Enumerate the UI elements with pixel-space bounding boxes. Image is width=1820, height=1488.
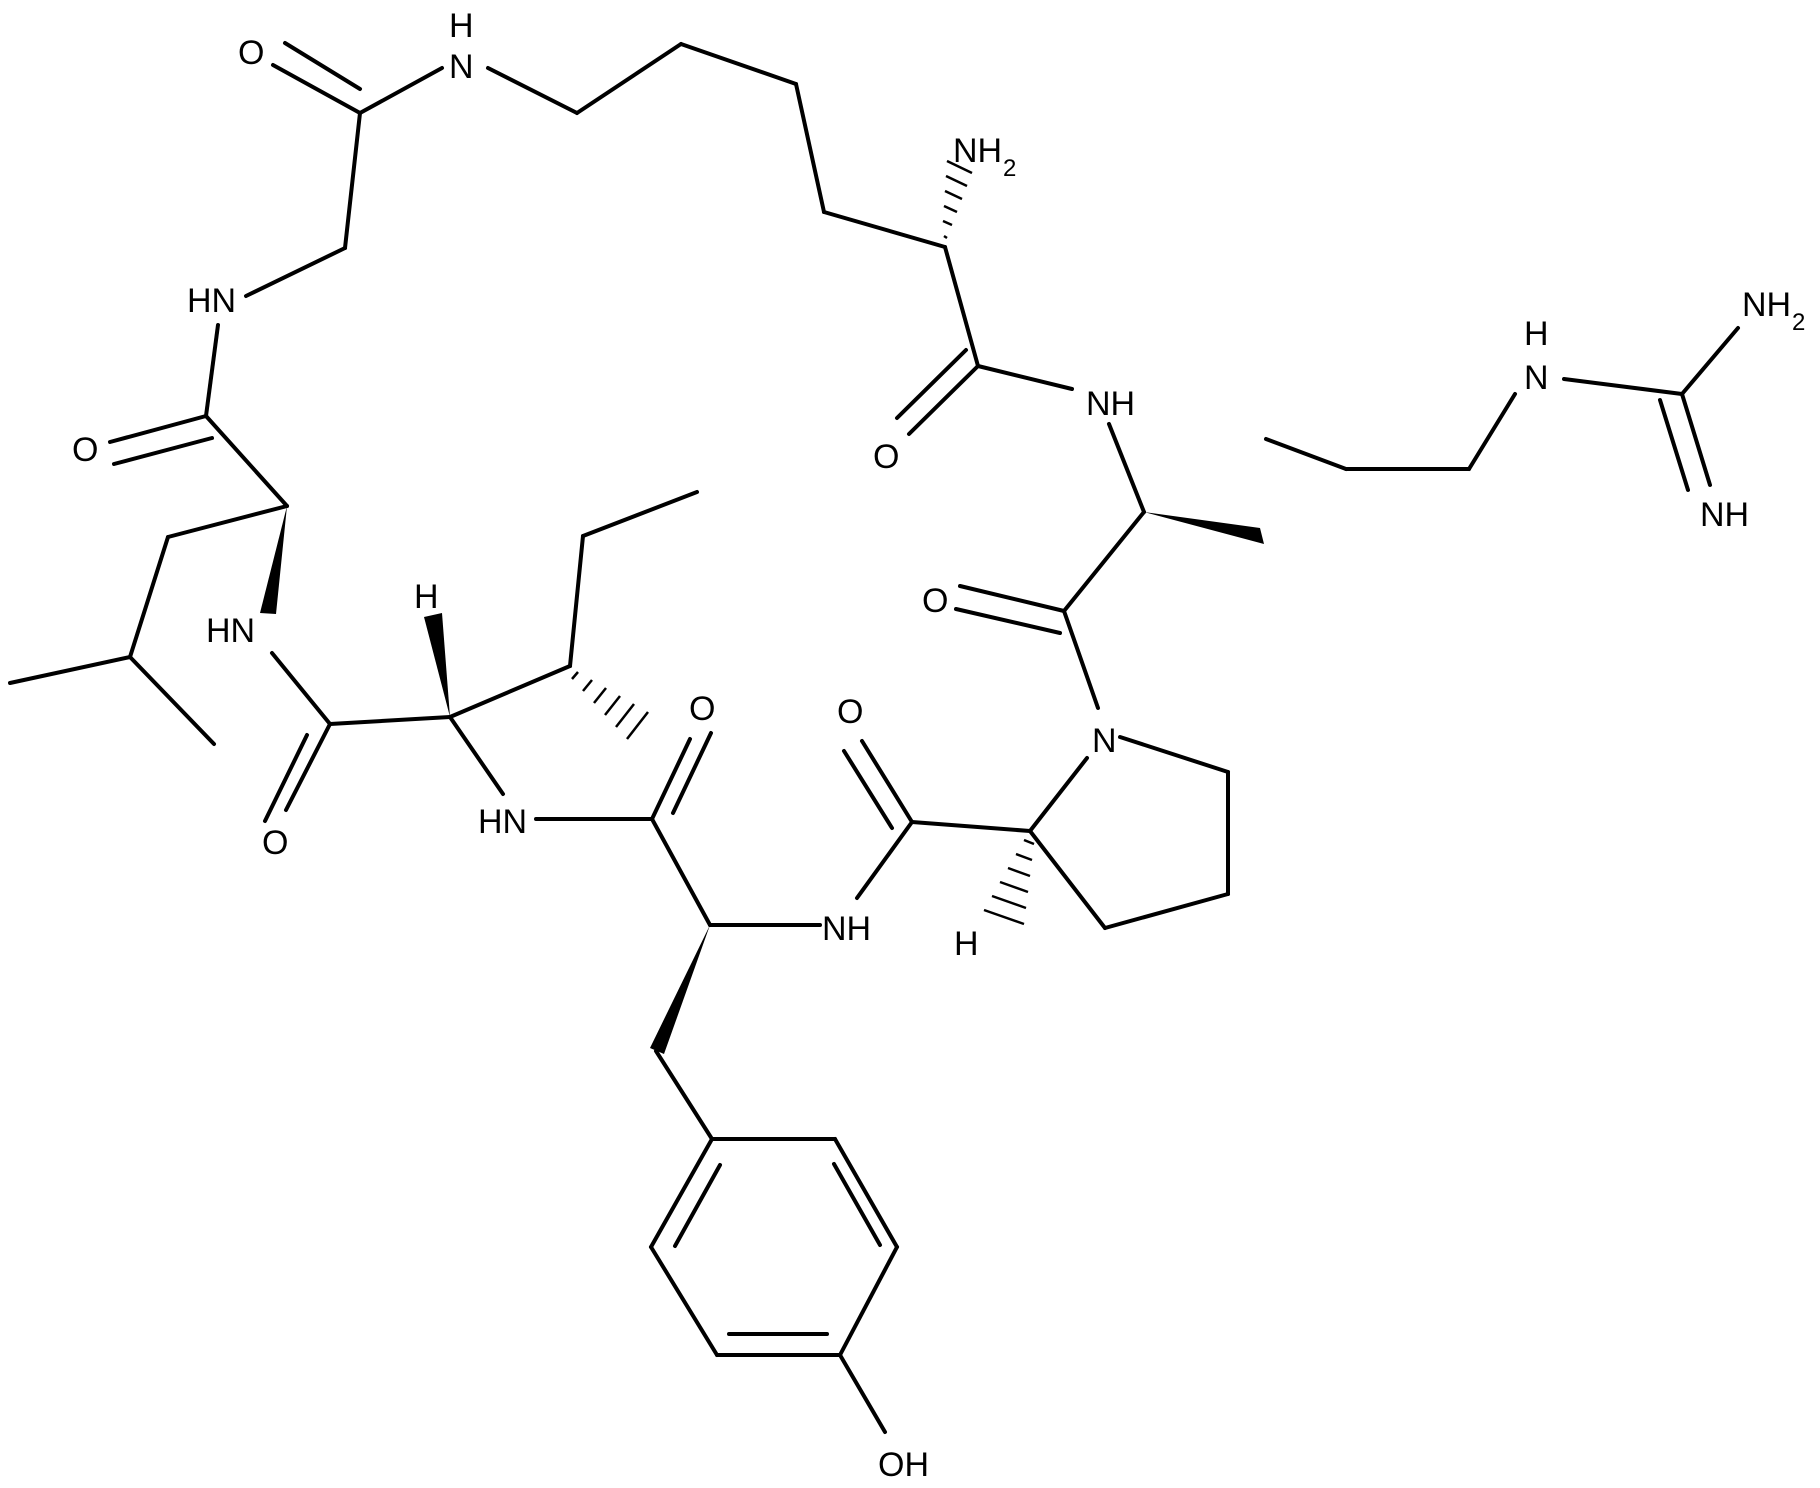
atom-NH2-lys: NH 2 bbox=[953, 132, 1016, 182]
atom-NH-tyr: NH bbox=[822, 910, 871, 948]
atom-N-guan: N bbox=[1524, 359, 1549, 397]
atom-N-pro: N bbox=[1092, 722, 1117, 760]
atom-NH-imine: NH bbox=[1700, 496, 1749, 534]
svg-text:NH: NH bbox=[1742, 286, 1791, 324]
atom-O-ile: O bbox=[689, 690, 715, 728]
stereo-wedges bbox=[260, 506, 1264, 1054]
atom-H-guan: H bbox=[1524, 315, 1549, 353]
atom-HN-gly: HN bbox=[187, 282, 236, 320]
atom-NH2-guan: NH 2 bbox=[1742, 286, 1805, 336]
atom-HN-leu: HN bbox=[206, 612, 255, 650]
atom-H-pro: H bbox=[954, 925, 979, 963]
atom-O-gly: O bbox=[238, 34, 264, 72]
atom-N-lys-eps: N bbox=[449, 48, 474, 86]
svg-text:NH: NH bbox=[953, 132, 1002, 170]
atom-OH-tyr: OH bbox=[878, 1446, 929, 1484]
atom-H-lys-eps: H bbox=[449, 7, 474, 45]
atom-O-leu: O bbox=[72, 431, 98, 469]
atom-H-ile: H bbox=[414, 578, 439, 616]
atom-labels: O H N HN NH 2 O O NH H N NH 2 NH HN H O … bbox=[72, 7, 1805, 1484]
stereo-hashes bbox=[571, 159, 1035, 926]
atom-HN-ile: HN bbox=[478, 803, 527, 841]
atom-O-arg: O bbox=[922, 582, 948, 620]
svg-text:2: 2 bbox=[1792, 309, 1805, 336]
atom-O-pro: O bbox=[837, 693, 863, 731]
bonds bbox=[8, 41, 1740, 1434]
svg-text:2: 2 bbox=[1003, 155, 1016, 182]
atom-NH-arg: NH bbox=[1086, 385, 1135, 423]
atom-O-leu-co: O bbox=[262, 824, 288, 862]
atom-O-lys: O bbox=[873, 438, 899, 476]
